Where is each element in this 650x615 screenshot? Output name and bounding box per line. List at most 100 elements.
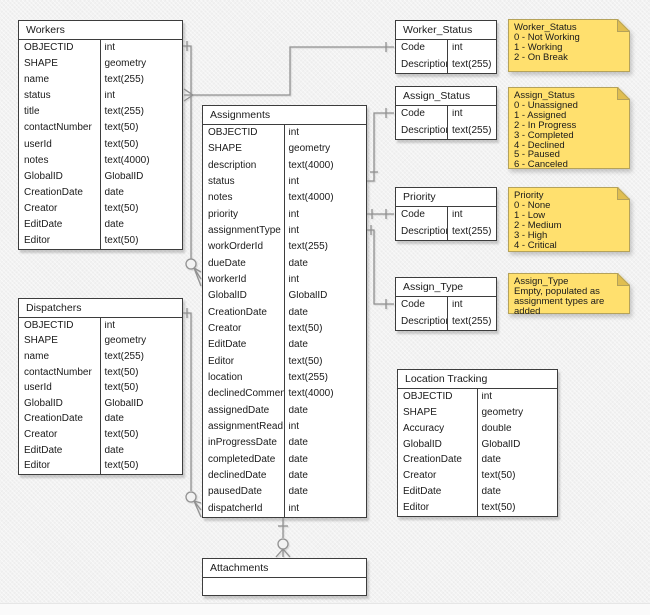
field-name: Description [396, 313, 448, 330]
field-name: workerId [203, 271, 285, 289]
field-type: date [288, 454, 308, 465]
field-type: text(50) [104, 235, 139, 246]
connector-assignments-to-priority[interactable] [367, 209, 394, 219]
field-name: Accuracy [398, 420, 478, 437]
field-name: SHAPE [203, 141, 285, 158]
field-name: CreationDate [203, 304, 285, 321]
field-type: text(255) [452, 59, 492, 70]
canvas-page-edge [0, 603, 650, 615]
table-row [203, 578, 366, 595]
field-name: status [19, 88, 101, 105]
note-priority[interactable]: Priority 0 - None 1 - Low 2 - Medium 3 -… [508, 187, 630, 252]
field-name: userId [19, 136, 101, 153]
field-name: GlobalID [19, 168, 101, 185]
note-assign-type[interactable]: Assign_Type Empty, populated as assignme… [508, 273, 630, 314]
field-type: text(255) [288, 373, 328, 384]
table-title: Assign_Type [396, 278, 496, 297]
field-type: text(50) [481, 503, 516, 514]
note-fold-icon [617, 19, 630, 32]
entity-table-attachments[interactable]: Attachments [202, 558, 367, 596]
field-name: workOrderId [203, 239, 285, 256]
note-worker-status[interactable]: Worker_Status 0 - Not Working 1 - Workin… [508, 19, 630, 72]
field-type: text(50) [104, 139, 139, 150]
field-type: date [288, 487, 308, 498]
field-name: description [203, 157, 285, 174]
table-title: Worker_Status [396, 21, 496, 40]
field-type: double [481, 423, 512, 434]
connector-dispatchers-to-assignments[interactable] [183, 308, 202, 518]
field-type: text(50) [104, 367, 139, 378]
field-type: geometry [104, 59, 147, 70]
field-type: text(50) [104, 203, 139, 214]
field-type: text(4000) [288, 389, 334, 400]
line-path [183, 45, 192, 259]
connector-assignments-to-assign-type[interactable] [367, 225, 394, 309]
note-assign-status[interactable]: Assign_Status 0 - Unassigned 1 - Assigne… [508, 87, 630, 169]
field-name: priority [203, 206, 285, 223]
connector-workers-to-worker-status[interactable] [183, 42, 394, 102]
field-type: text(4000) [104, 155, 150, 166]
field-name: assignedDate [203, 402, 285, 419]
field-name: userId [19, 380, 101, 396]
field-type: int [104, 91, 116, 102]
field-name: dispatcherId [203, 500, 285, 517]
connector-assignments-to-attachments[interactable] [275, 518, 291, 558]
table-title: Attachments [203, 559, 366, 578]
field-name: SHAPE [19, 56, 101, 73]
many-crowfoot-icon [183, 88, 194, 102]
field-type: int [288, 226, 300, 237]
field-type: date [104, 445, 124, 456]
field-type: text(50) [288, 324, 323, 335]
field-name [203, 578, 285, 595]
field-name: OBJECTID [203, 125, 285, 142]
connector-assignments-to-assign-status[interactable] [367, 108, 394, 182]
field-name: declinedDate [203, 467, 285, 485]
field-type: GlobalID [288, 291, 328, 302]
line-path [367, 112, 394, 182]
field-name: CreationDate [19, 411, 101, 428]
field-name: OBJECTID [19, 40, 101, 57]
field-type: date [104, 414, 124, 425]
field-type: text(50) [104, 383, 139, 394]
field-name: assignmentType [203, 222, 285, 240]
connector-workers-to-assignments[interactable] [183, 41, 202, 287]
field-name: contactNumber [19, 120, 101, 137]
field-type: date [104, 219, 124, 230]
field-type: text(255) [104, 75, 144, 86]
